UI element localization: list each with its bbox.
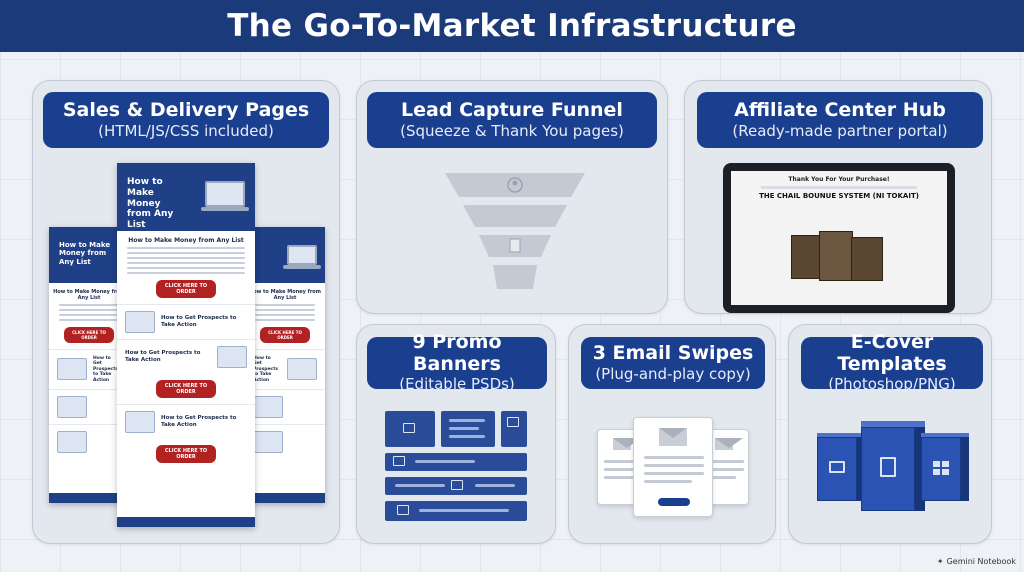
sales-page-left-row: How to Get Prospects to Take Action xyxy=(93,356,119,383)
lead-funnel-pill: Lead Capture Funnel (Squeeze & Thank You… xyxy=(367,92,657,148)
card-sales-pages: Sales & Delivery Pages (HTML/JS/CSS incl… xyxy=(32,80,340,544)
ecover-box-center xyxy=(861,421,925,511)
sales-page-center-cta-2[interactable]: CLICK HERE TO ORDER xyxy=(156,380,216,398)
affiliate-hub-subtitle: (Ready-made partner portal) xyxy=(732,121,948,140)
tablet-top-text: Thank You For Your Purchase! xyxy=(788,176,890,183)
ecover-templates-subtitle: (Photoshop/PNG) xyxy=(828,375,956,394)
sales-page-left: How to Make Money from Any List How to M… xyxy=(49,227,129,503)
promo-banners-pill: 9 Promo Banners (Editable PSDs) xyxy=(367,331,547,393)
sales-page-center-row-3: How to Get Prospects to Take Action xyxy=(161,415,237,428)
sales-page-center-cta-3[interactable]: CLICK HERE TO ORDER xyxy=(156,445,216,463)
folder-icon xyxy=(829,461,845,473)
envelope-icon xyxy=(659,428,687,446)
gemini-notebook-label: Gemini Notebook xyxy=(946,557,1016,566)
email-swipes-subtitle: (Plug-and-play copy) xyxy=(595,364,751,383)
lead-funnel-title: Lead Capture Funnel xyxy=(401,98,623,121)
ecover-templates-pill: E-Cover Templates (Photoshop/PNG) xyxy=(801,331,983,393)
ecover-box-right xyxy=(921,433,971,501)
document-icon xyxy=(509,238,521,253)
user-icon xyxy=(507,177,523,193)
funnel-graphic xyxy=(445,173,585,289)
sales-page-center-row-2: How to Get Prospects to Take Action xyxy=(125,350,201,363)
sales-page-left-hero-title: How to Make Money from Any List xyxy=(59,241,111,266)
laptop-icon xyxy=(201,181,249,211)
affiliate-hub-title: Affiliate Center Hub xyxy=(734,98,946,121)
windows-icon xyxy=(933,461,949,475)
email-swipes-pill: 3 Email Swipes (Plug-and-play copy) xyxy=(581,337,765,389)
page-title: The Go-To-Market Infrastructure xyxy=(227,8,797,44)
tablet-screen: Thank You For Your Purchase! THE CHAIL B… xyxy=(731,171,947,305)
sales-page-right-section: How to Make Money from Any List xyxy=(249,289,321,301)
book-covers xyxy=(791,231,891,285)
sales-page-center-section: How to Make Money from Any List xyxy=(128,237,244,244)
card-promo-banners: 9 Promo Banners (Editable PSDs) xyxy=(356,324,556,544)
sales-pages-pill: Sales & Delivery Pages (HTML/JS/CSS incl… xyxy=(43,92,329,148)
card-affiliate-hub: Affiliate Center Hub (Ready-made partner… xyxy=(684,80,992,314)
sales-page-right: How to Make Money from Any List CLICK HE… xyxy=(245,227,325,503)
document-icon xyxy=(880,457,896,477)
sparkle-icon: ✦ xyxy=(936,557,944,566)
gemini-notebook-badge: ✦ Gemini Notebook xyxy=(937,557,1016,566)
ecover-box-left xyxy=(817,433,867,501)
sales-page-center-cta-1[interactable]: CLICK HERE TO ORDER xyxy=(156,280,216,298)
affiliate-hub-pill: Affiliate Center Hub (Ready-made partner… xyxy=(697,92,983,148)
envelope-icon xyxy=(613,438,641,450)
tablet-mockup: Thank You For Your Purchase! THE CHAIL B… xyxy=(723,163,955,313)
tablet-headline: THE CHAIL BOUNUE SYSTEM (NI TOKAIT) xyxy=(759,192,919,200)
card-lead-funnel: Lead Capture Funnel (Squeeze & Thank You… xyxy=(356,80,668,314)
sales-page-left-cta[interactable]: CLICK HERE TO ORDER xyxy=(64,327,114,343)
sales-page-center: How to Make Money from Any List How to M… xyxy=(117,163,255,527)
card-ecover-templates: E-Cover Templates (Photoshop/PNG) xyxy=(788,324,992,544)
promo-banners-title: 9 Promo Banners xyxy=(412,330,502,375)
sales-pages-title: Sales & Delivery Pages xyxy=(62,98,310,121)
promo-banners-subtitle: (Editable PSDs) xyxy=(399,375,515,394)
email-swipes-title: 3 Email Swipes xyxy=(592,341,754,364)
lead-funnel-subtitle: (Squeeze & Thank You pages) xyxy=(400,121,624,140)
sales-page-right-cta[interactable]: CLICK HERE TO ORDER xyxy=(260,327,310,343)
page-header: The Go-To-Market Infrastructure xyxy=(0,0,1024,52)
sales-pages-subtitle: (HTML/JS/CSS included) xyxy=(98,121,274,140)
sales-page-left-section: How to Make Money from Any List xyxy=(53,289,125,301)
sales-page-right-row: How to Get Prospects to Take Action xyxy=(253,356,279,383)
card-email-swipes: 3 Email Swipes (Plug-and-play copy) xyxy=(568,324,776,544)
sales-page-center-hero-title: How to Make Money from Any List xyxy=(127,177,174,231)
email-card-center xyxy=(633,417,713,517)
ecover-templates-title: E-Cover Templates xyxy=(837,330,947,375)
sales-page-center-row-1: How to Get Prospects to Take Action xyxy=(161,315,237,328)
image-icon xyxy=(403,423,415,433)
